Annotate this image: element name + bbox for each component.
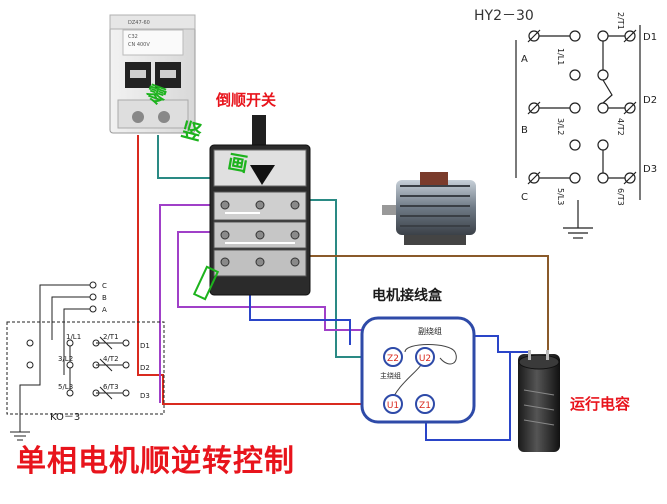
wire-brown: [300, 255, 549, 362]
hy-input-1: 1/L1: [556, 48, 565, 65]
terminal-u1: [383, 394, 403, 414]
terminal-u2-label: U2: [419, 354, 431, 364]
hy-line-a: A: [521, 54, 528, 65]
green-mark-3: 画: [226, 149, 250, 176]
terminal-u2: [415, 347, 435, 367]
breaker-voltage: CN 400V: [128, 42, 150, 48]
terminal-u1-label: U1: [387, 401, 399, 411]
hy-contact-d3: D3: [643, 164, 657, 175]
hy-input-3: 5/L3: [556, 188, 565, 205]
reversing-switch-label: 倒顺开关: [216, 91, 277, 109]
wire-purple: [159, 204, 215, 403]
circuit-breaker: DZ47-60 C32 CN 400V: [109, 14, 196, 134]
hy-schematic: [515, 25, 641, 239]
junction-box-label: 电机接线盒: [372, 288, 442, 304]
terminal-z2: [383, 347, 403, 367]
ko-terminal-1l1: 1/L1: [66, 333, 81, 341]
run-capacitor-label: 运行电容: [570, 395, 631, 413]
hy-contact-d2: D2: [643, 95, 657, 106]
terminal-z1: [415, 394, 435, 414]
ko-line-c: C: [102, 282, 107, 290]
hy-output-2: 4/T2: [616, 118, 625, 136]
breaker-model: DZ47-60: [128, 20, 150, 26]
terminal-z2-label: Z2: [387, 354, 399, 364]
hy-input-2: 3/L2: [556, 118, 565, 135]
hy-output-1: 2/T1: [616, 12, 625, 30]
reversing-switch: [192, 115, 311, 301]
ko-switch-model: KO－3: [50, 412, 81, 423]
ko-terminal-3l2: 3/L2: [58, 355, 73, 363]
wire-red: [137, 135, 386, 405]
hy-output-3: 6/T3: [616, 188, 625, 206]
ko-terminal-6t3: 6/T3: [103, 383, 119, 391]
breaker-rating: C32: [128, 34, 138, 40]
ko-contact-d1: D1: [140, 342, 150, 350]
hy-line-b: B: [521, 125, 528, 136]
hy-contact-d1: D1: [643, 32, 657, 43]
motor: [382, 172, 476, 245]
aux-winding-label: 副绕组: [418, 326, 442, 336]
junction-box: Z2 U2 U1 Z1 副绕组 主绕组: [360, 316, 476, 424]
hy-line-c: C: [521, 192, 528, 203]
ko-terminal-2t1: 2/T1: [103, 333, 119, 341]
run-capacitor: [518, 350, 560, 452]
terminal-z1-label: Z1: [419, 401, 431, 411]
ko-line-b: B: [102, 294, 107, 302]
ko-contact-d2: D2: [140, 364, 150, 372]
ko-terminal-4t2: 4/T2: [103, 355, 119, 363]
ko-line-a: A: [102, 306, 107, 314]
ko-contact-d3: D3: [140, 392, 150, 400]
hy-switch-model: HY2－30: [474, 8, 534, 24]
page-title: 单相电机顺逆转控制: [16, 444, 295, 479]
ko-schematic: [6, 281, 165, 441]
main-winding-label: 主绕组: [380, 371, 401, 380]
ko-terminal-5l3: 5/L3: [58, 383, 73, 391]
wires: [137, 135, 549, 441]
